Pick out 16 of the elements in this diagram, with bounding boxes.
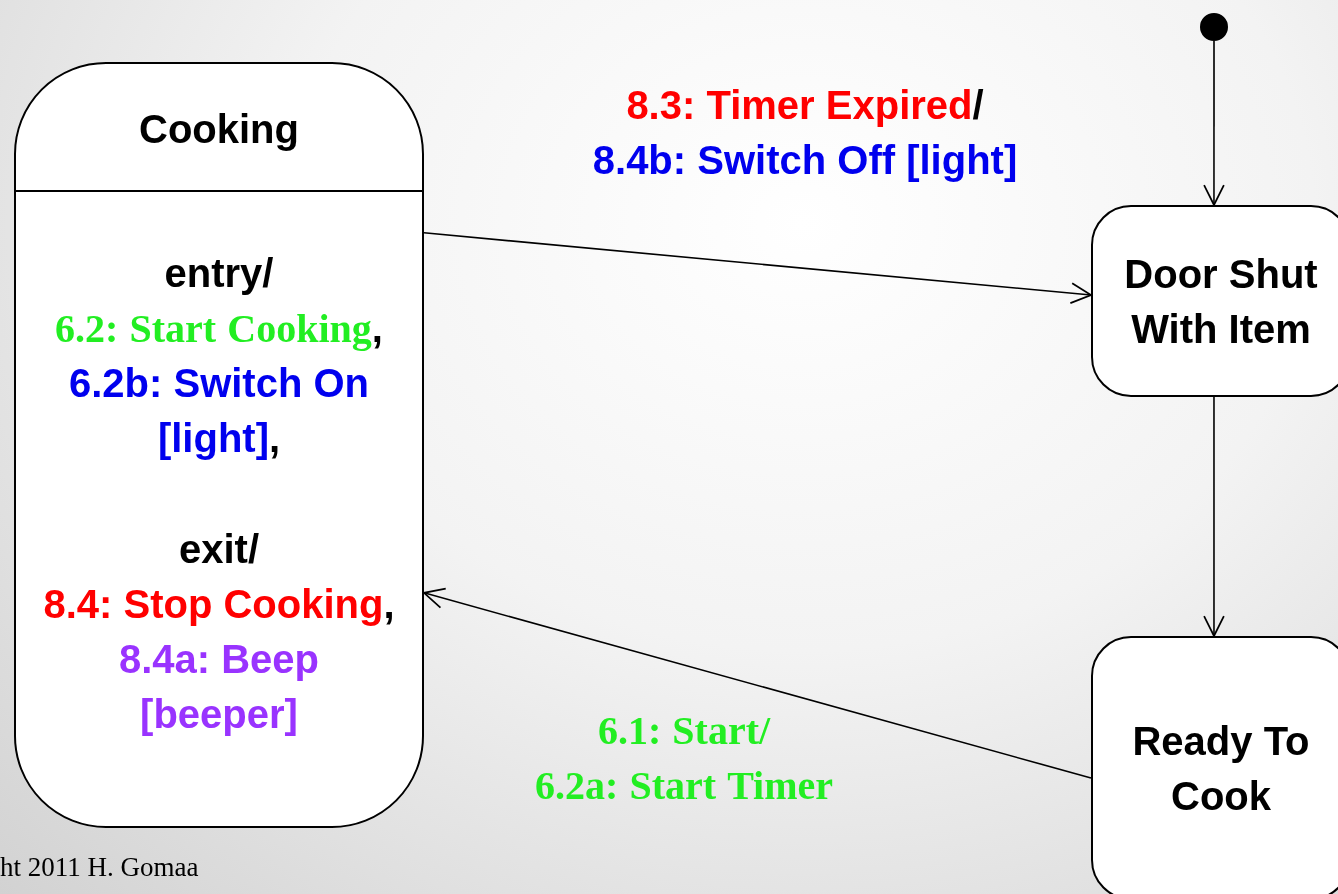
state-box <box>1091 636 1338 894</box>
state-box <box>14 62 424 828</box>
transition-arrow <box>423 587 1092 779</box>
copyright-note: ht 2011 H. Gomaa <box>0 852 199 883</box>
initial-state-dot <box>1200 13 1228 41</box>
entry-action-text: entry/ 6.2: Start Cooking, 6.2b: Switch On [light], <box>55 250 383 462</box>
state-name: Ready To Cook <box>1132 718 1310 820</box>
transition-arrow <box>423 232 1092 304</box>
state-name: Cooking <box>139 106 299 153</box>
transition-arrow <box>1203 40 1225 206</box>
state-box <box>1091 205 1338 397</box>
transition-arrow <box>1203 396 1225 637</box>
exit-action-text: exit/ 8.4: Stop Cooking, 8.4a: Beep [beeper] <box>43 526 395 738</box>
state-name: Door Shut With Item <box>1124 251 1318 353</box>
edge-label: 8.3: Timer Expired/ 8.4b: Switch Off [light] <box>592 82 1018 184</box>
edge-label: 6.1: Start/ 6.2a: Start Timer <box>534 707 834 810</box>
